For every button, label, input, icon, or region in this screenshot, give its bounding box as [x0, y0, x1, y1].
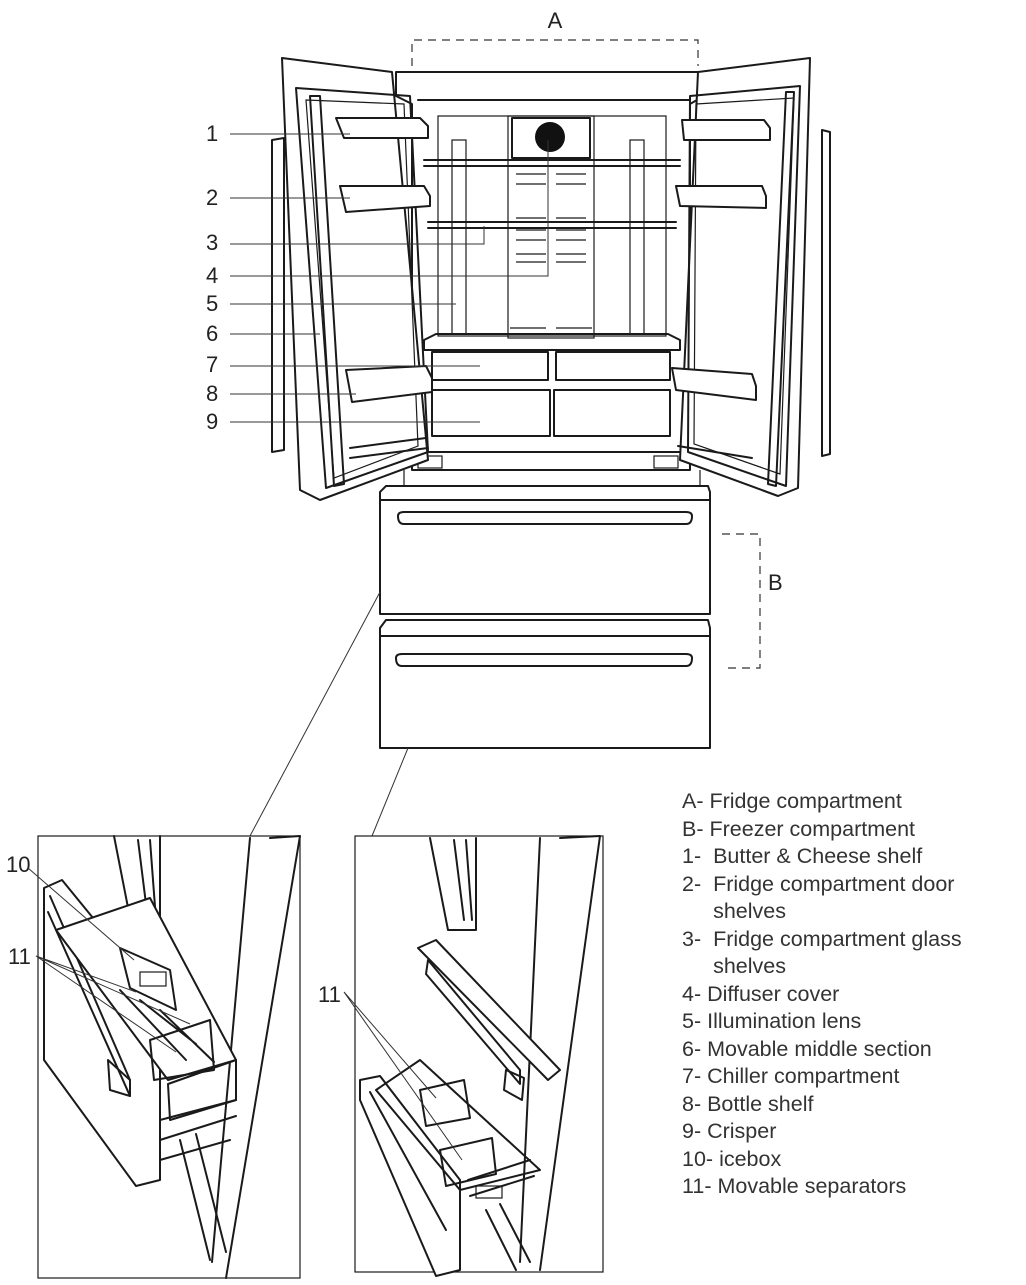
legend-key: 9- — [682, 1119, 708, 1143]
legend-key: 5- — [682, 1009, 708, 1033]
callout-7: 7 — [206, 352, 218, 377]
callout-11-right: 11 — [318, 982, 341, 1007]
diffuser-cover — [535, 122, 565, 152]
legend-item: 8- Bottle shelf — [682, 1091, 1022, 1119]
legend-key: 10- — [682, 1146, 720, 1171]
legend-text: Bottle shelf — [707, 1091, 814, 1116]
legend-text: Diffuser cover — [707, 981, 840, 1006]
glass-shelf-top — [423, 159, 681, 167]
legend-text: Movable separators — [717, 1174, 907, 1198]
detail-panel-right — [354, 835, 604, 1277]
legend-text: Movable middle section — [707, 1036, 932, 1061]
freezer-drawers — [379, 485, 711, 749]
middle-section-strip — [309, 95, 345, 487]
callout-4: 4 — [206, 263, 218, 288]
right-door-shelf-upper — [675, 185, 767, 209]
legend-key: 4- — [682, 981, 708, 1006]
butter-cheese-shelf — [335, 117, 429, 139]
fridge-cabinet — [395, 71, 705, 489]
legend-text: Chiller compartment — [707, 1064, 900, 1088]
legend-item: 3- Fridge compartment glass shelves — [682, 926, 1022, 981]
illumination-lens-left — [451, 139, 467, 335]
legend-item: 10- icebox — [682, 1146, 1022, 1174]
icebox — [119, 947, 177, 1011]
legend-item: 11- Movable separators — [682, 1173, 1022, 1201]
door-shelf-upper — [339, 185, 431, 213]
legend-key: 7- — [682, 1064, 708, 1088]
callout-6: 6 — [206, 321, 218, 346]
chiller-drawer-right — [555, 351, 671, 381]
legend-key: 3- — [682, 926, 714, 951]
legend-item: 9- Crisper — [682, 1118, 1022, 1146]
right-bottle-shelf — [671, 367, 757, 401]
callout-9: 9 — [206, 409, 218, 434]
legend-text: Freezer compartment — [709, 816, 915, 841]
legend-item: 2- Fridge compartment door shelves — [682, 871, 1022, 926]
callout-11-left: 11 — [8, 944, 31, 969]
separator-left — [149, 1019, 215, 1081]
glass-shelf-mid — [427, 221, 677, 229]
legend-text: Butter & Cheese shelf — [713, 844, 923, 868]
legend-text: Fridge compartment — [709, 789, 902, 813]
legend-key: B- — [682, 816, 710, 841]
right-door-shelf-top — [681, 119, 771, 141]
legend-item: 1- Butter & Cheese shelf — [682, 843, 1022, 871]
separator-right-2 — [439, 1137, 497, 1187]
legend-key: A- — [682, 789, 710, 813]
left-fridge-door — [271, 57, 433, 501]
legend-item: 6- Movable middle section — [682, 1036, 1022, 1064]
legend-text: icebox — [719, 1146, 782, 1171]
crisper-drawer-right — [553, 389, 671, 437]
legend-item: A- Fridge compartment — [682, 788, 1022, 816]
bottle-shelf — [345, 365, 433, 403]
illumination-lens-right — [629, 139, 645, 335]
legend-item: 4- Diffuser cover — [682, 981, 1022, 1009]
detail-panel-left — [37, 835, 301, 1279]
legend-text: Fridge compartment glass shelves — [713, 926, 962, 979]
bracket-a: A — [411, 8, 699, 66]
legend-key: 6- — [682, 1036, 708, 1061]
legend-item: B- Freezer compartment — [682, 816, 1022, 844]
right-fridge-door — [671, 57, 831, 497]
callout-10: 10 — [6, 852, 30, 877]
callout-3: 3 — [206, 230, 218, 255]
legend-key: 2- — [682, 871, 714, 896]
legend-item: 7- Chiller compartment — [682, 1063, 1022, 1091]
callouts: 1 2 3 4 5 6 7 8 9 10 11 11 — [6, 121, 549, 1161]
legend-key: 8- — [682, 1091, 708, 1116]
bracket-b: B — [722, 533, 783, 669]
legend-text: Crisper — [707, 1119, 777, 1143]
label-b: B — [768, 570, 783, 595]
callout-5: 5 — [206, 291, 218, 316]
label-a: A — [548, 8, 563, 33]
legend-text: Fridge compartment door shelves — [713, 871, 955, 924]
separator-right-1 — [419, 1079, 471, 1127]
callout-8: 8 — [206, 381, 218, 406]
vents — [510, 173, 592, 329]
legend-key: 11- — [682, 1174, 718, 1198]
callout-1: 1 — [206, 121, 218, 146]
legend-item: 5- Illumination lens — [682, 1008, 1022, 1036]
legend-key: 1- — [682, 844, 714, 868]
legend-text: Illumination lens — [707, 1009, 862, 1033]
crisper-drawer-left — [431, 389, 551, 437]
callout-2: 2 — [206, 185, 218, 210]
